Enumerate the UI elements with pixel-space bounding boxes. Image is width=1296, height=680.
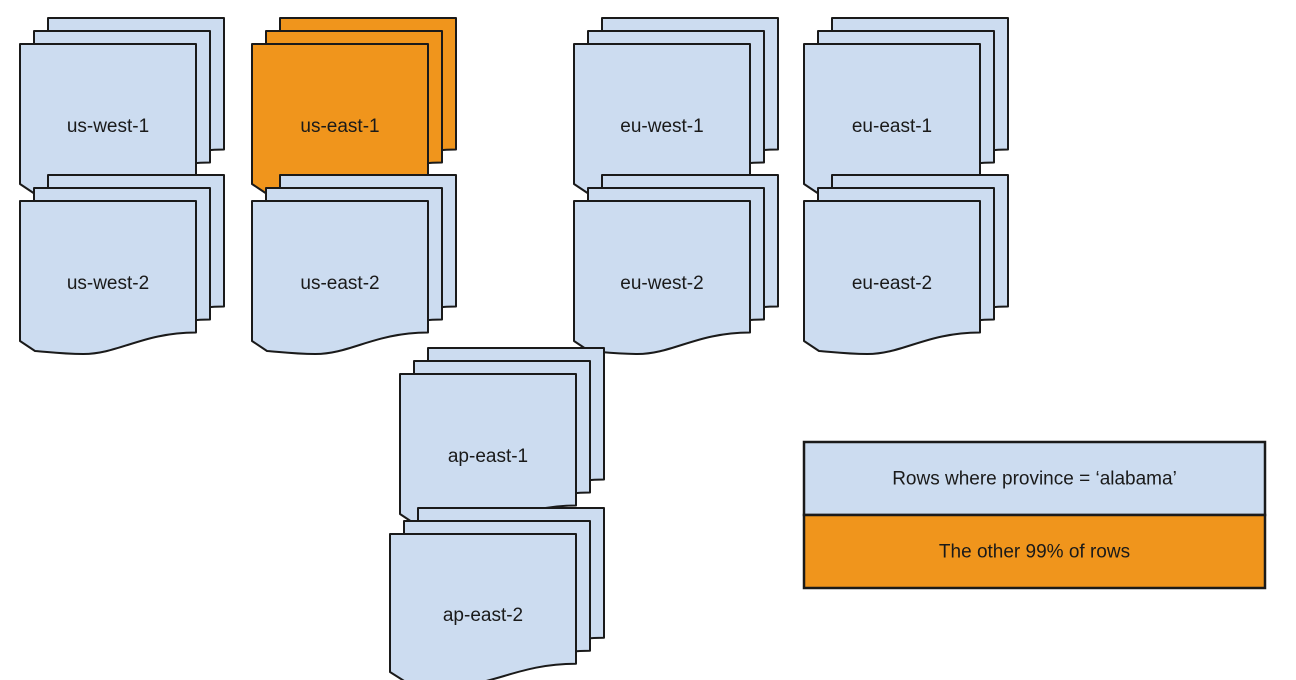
document-sheet-front [251,200,429,355]
document-sheet-front [573,200,751,355]
legend-row-primary-swatch [802,440,1267,517]
legend-layer: Rows where province = ‘alabama’The other… [802,440,1267,590]
document-stack-us-east-1[interactable]: us-east-1 [251,17,457,198]
document-stack-eu-west-1[interactable]: eu-west-1 [573,17,779,198]
document-stack-eu-east-1[interactable]: eu-east-1 [803,17,1009,198]
document-sheet-front [399,373,577,528]
document-stack-eu-east-2[interactable]: eu-east-2 [803,174,1009,355]
document-stack-ap-east-1[interactable]: ap-east-1 [399,347,605,528]
document-sheet-front [803,200,981,355]
legend-row-primary: Rows where province = ‘alabama’ [802,440,1267,517]
document-stack-us-west-1[interactable]: us-west-1 [19,17,225,198]
document-stack-us-east-2[interactable]: us-east-2 [251,174,457,355]
legend-row-highlight-swatch [802,513,1267,590]
document-stack-eu-west-2[interactable]: eu-west-2 [573,174,779,355]
legend-row-highlight: The other 99% of rows [802,513,1267,590]
document-stack-us-west-2[interactable]: us-west-2 [19,174,225,355]
document-sheet-front [389,533,577,680]
document-sheet-front [19,200,197,355]
document-stack-ap-east-2[interactable]: ap-east-2 [389,507,605,680]
